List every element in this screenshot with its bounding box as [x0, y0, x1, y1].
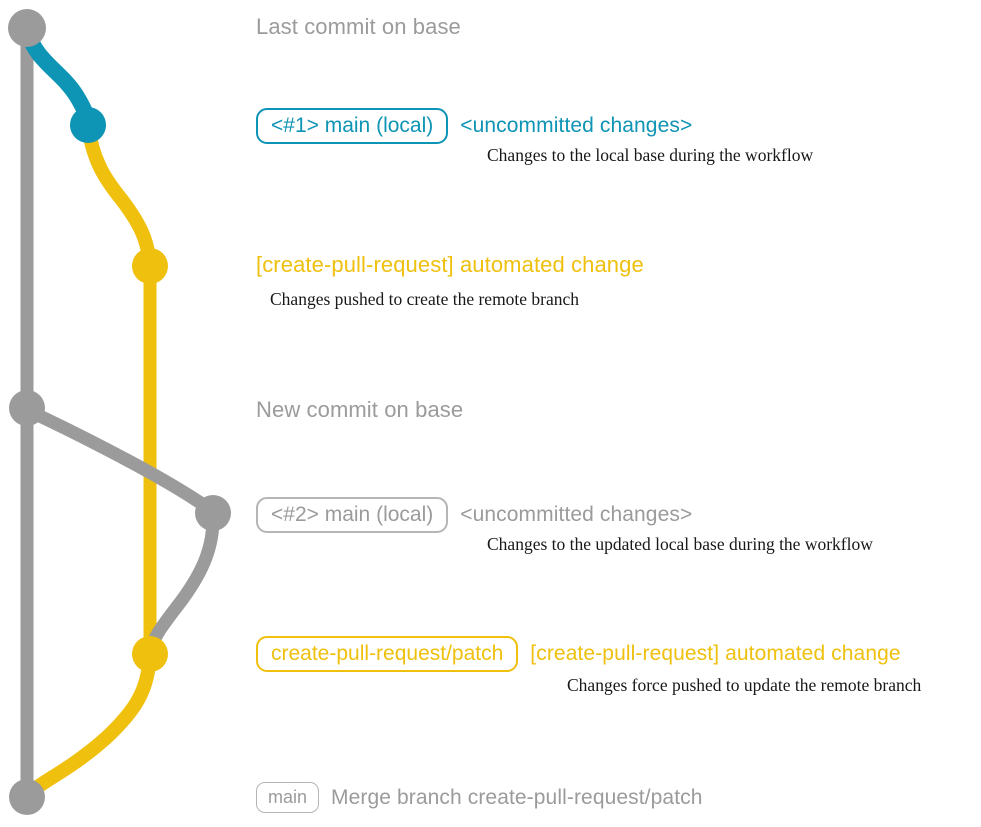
- commit-subject: <uncommitted changes>: [460, 503, 693, 526]
- commit-node-base-merge[interactable]: [9, 779, 45, 815]
- commit-subject: [create-pull-request] automated change: [256, 252, 644, 277]
- commit-node-patch-create[interactable]: [132, 248, 168, 284]
- branch-badge-main[interactable]: main: [256, 782, 320, 813]
- commit-row-new-commit-on-base: New commit on base: [256, 397, 463, 423]
- commit-note-local-uncommitted-2: Changes to the updated local base during…: [487, 534, 873, 554]
- commit-note-local-uncommitted-1: Changes to the local base during the wor…: [487, 145, 814, 165]
- commit-subject: [create-pull-request] automated change: [530, 642, 901, 665]
- commit-node-base-head[interactable]: [8, 9, 46, 47]
- commit-node-local-1[interactable]: [70, 107, 106, 143]
- commit-note-patch-create-commit: Changes pushed to create the remote bran…: [270, 289, 580, 309]
- branch-badge-main-local-1[interactable]: <#1> main (local): [256, 108, 449, 144]
- commit-row-patch-force-push: create-pull-request/patch [create-pull-r…: [256, 636, 901, 672]
- branch-badge-create-pull-request-patch[interactable]: create-pull-request/patch: [256, 636, 519, 672]
- edge-local-to-patch: [81, 119, 157, 273]
- commit-row-patch-create-commit: [create-pull-request] automated change: [256, 252, 644, 278]
- commit-row-local-uncommitted-1: <#1> main (local) <uncommitted changes>: [256, 108, 692, 144]
- commit-row-merge-commit: main Merge branch create-pull-request/pa…: [256, 782, 703, 813]
- commit-note-patch-force-push: Changes force pushed to update the remot…: [567, 675, 922, 695]
- commit-subject: Last commit on base: [256, 14, 461, 39]
- commit-subject: <uncommitted changes>: [460, 114, 693, 137]
- commit-row-last-commit-on-base: Last commit on base: [256, 14, 461, 40]
- branch-badge-main-local-2[interactable]: <#2> main (local): [256, 497, 449, 533]
- commit-node-patch-force[interactable]: [132, 636, 168, 672]
- commit-subject: New commit on base: [256, 397, 464, 422]
- commit-node-local-2[interactable]: [195, 495, 231, 531]
- edge-patch-to-base-merge: [20, 648, 157, 802]
- commit-subject: Merge branch create-pull-request/patch: [331, 785, 703, 809]
- commit-node-base-new[interactable]: [9, 390, 45, 426]
- commit-row-local-uncommitted-2: <#2> main (local) <uncommitted changes>: [256, 497, 692, 533]
